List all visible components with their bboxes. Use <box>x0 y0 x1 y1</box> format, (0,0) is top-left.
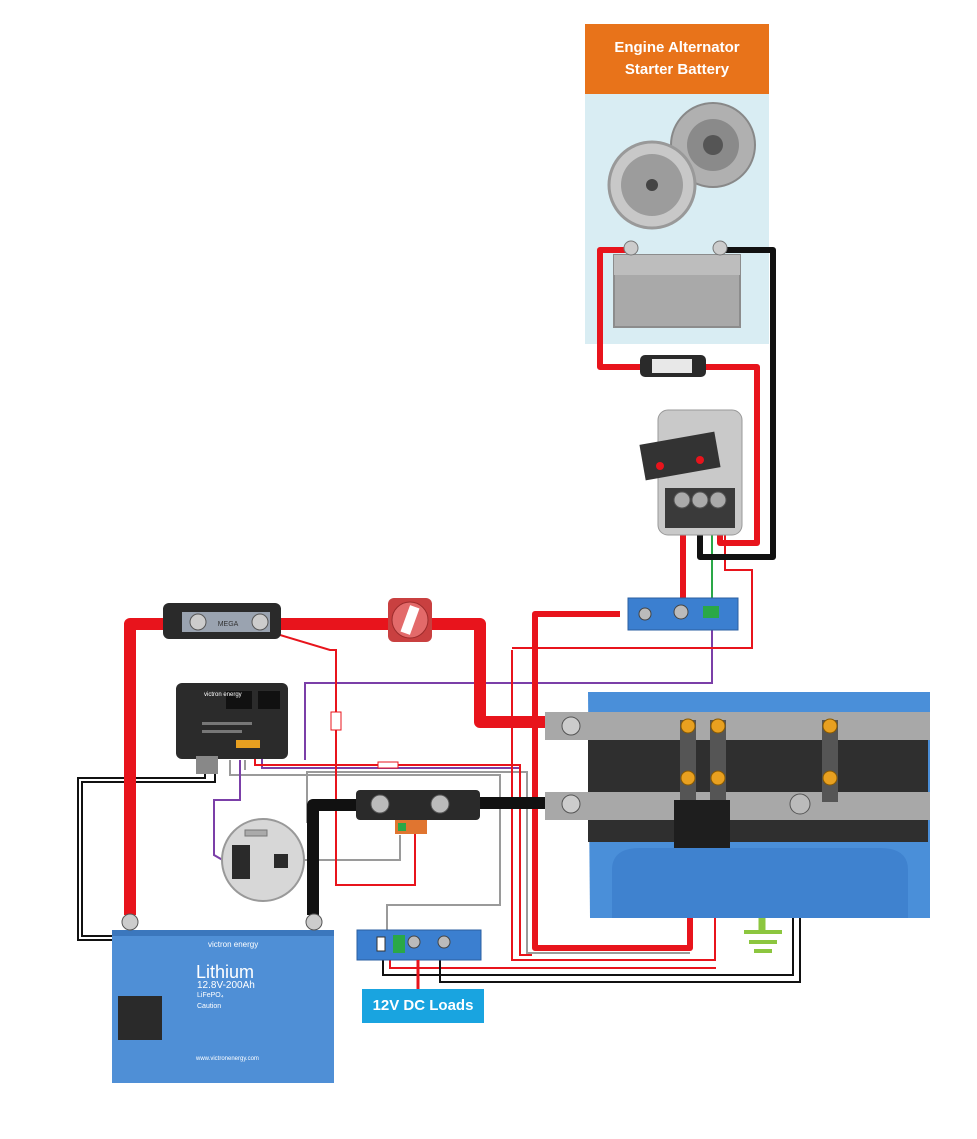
engine-title-line1: Engine Alternator <box>614 39 740 56</box>
lithium-chemistry: LiFePO₄ <box>197 992 224 999</box>
starter-battery <box>613 240 741 328</box>
mega-fuse-label: MEGA <box>218 621 239 628</box>
lithium-title: Lithium <box>196 962 255 982</box>
ground-symbol <box>744 930 782 953</box>
bms-brand: victron energy <box>204 692 242 698</box>
alternator-icon <box>607 102 756 230</box>
battery-monitor <box>221 818 305 902</box>
loads-battery-protect <box>356 929 482 961</box>
lynx-distributor <box>545 692 930 918</box>
engine-panel-title: Engine Alternator Starter Battery <box>585 24 769 94</box>
battery-shunt <box>356 790 480 834</box>
lithium-battery <box>112 913 334 1083</box>
lithium-caution: Caution <box>197 1003 222 1010</box>
starter-inline-fuse <box>640 355 706 377</box>
lithium-rating: 12.8V-200Ah <box>197 980 255 991</box>
battery-management-system: victron energy <box>176 683 288 774</box>
battery-protect <box>627 597 739 631</box>
dc-dc-charger <box>639 409 743 536</box>
engine-title-line2: Starter Battery <box>624 61 730 78</box>
lithium-website: www.victronenergy.com <box>196 1056 259 1062</box>
lithium-brand: victron energy <box>208 940 259 949</box>
mega-fuse: MEGA <box>163 603 281 639</box>
battery-isolator-switch <box>388 598 432 642</box>
dc-loads-label: 12V DC Loads <box>362 989 484 1023</box>
